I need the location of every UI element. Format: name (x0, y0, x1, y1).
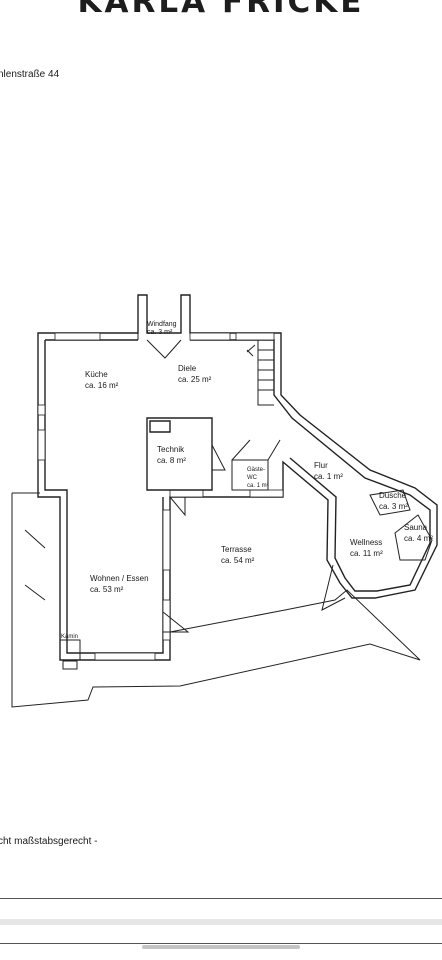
toolbar-strip (0, 919, 442, 925)
windfang-door (137, 333, 182, 359)
scale-note: cht maßstabsgerecht - (0, 836, 98, 847)
wc-walls (231, 439, 281, 491)
fireplace (59, 639, 81, 661)
terrace-steps (12, 492, 46, 601)
fireplace-label: Kamin (61, 634, 78, 640)
terrace-doors (162, 496, 346, 633)
house-outer-wall (37, 294, 438, 661)
property-address: nlenstraße 44 (0, 69, 60, 80)
technik-door (211, 444, 226, 471)
terrace-outline (11, 493, 421, 708)
brand-title: KARLA FRICKE (77, 0, 365, 20)
bottom-toolbar (0, 898, 442, 944)
fireplace-base (62, 660, 78, 670)
windows (37, 332, 284, 661)
sauna-walls (394, 514, 433, 561)
home-indicator[interactable] (142, 945, 300, 949)
dusche-walls (369, 489, 411, 516)
technik-walls (146, 417, 213, 491)
staircase (246, 340, 274, 406)
